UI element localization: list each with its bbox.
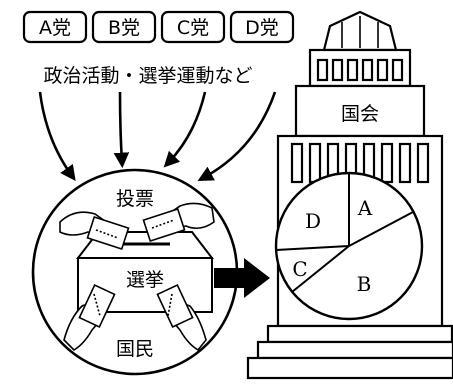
seat-label-c: C	[292, 257, 307, 281]
party-arrows	[38, 91, 277, 182]
party-box-b: B党	[91, 10, 157, 44]
arrow-a	[38, 91, 76, 182]
party-box-a: A党	[22, 10, 88, 44]
seat-label-b: B	[357, 272, 372, 296]
election-to-diet-arrow	[214, 258, 270, 298]
party-label-a: A党	[39, 17, 71, 39]
hand-ballot-top-right	[142, 202, 215, 243]
diet-label: 国会	[341, 103, 379, 125]
seat-pie: A B C D	[274, 171, 424, 321]
arrow-b	[113, 91, 130, 169]
arrow-c	[163, 91, 207, 168]
seat-pie-divider-bc	[291, 245, 350, 293]
citizens-label: 国民	[116, 338, 154, 360]
party-box-d: D党	[229, 10, 295, 44]
arrow-d	[197, 91, 277, 181]
seat-pie-divider-ab	[348, 211, 414, 247]
hand-ballot-bottom-left	[63, 283, 116, 352]
voting-label: 投票	[116, 188, 154, 210]
seat-label-d: D	[305, 209, 321, 233]
seat-label-a: A	[357, 196, 373, 220]
hand-ballot-top-left	[59, 211, 130, 251]
activities-caption: 政治活動・選挙運動など	[43, 65, 252, 87]
party-label-c: C党	[177, 17, 209, 39]
party-label-d: D党	[245, 17, 279, 39]
hand-ballot-bottom-right	[156, 283, 207, 352]
seat-pie-divider-cd	[275, 245, 350, 251]
election-label: 選挙	[126, 269, 164, 291]
party-box-c: C党	[160, 10, 226, 44]
party-label-b: B党	[108, 17, 140, 39]
